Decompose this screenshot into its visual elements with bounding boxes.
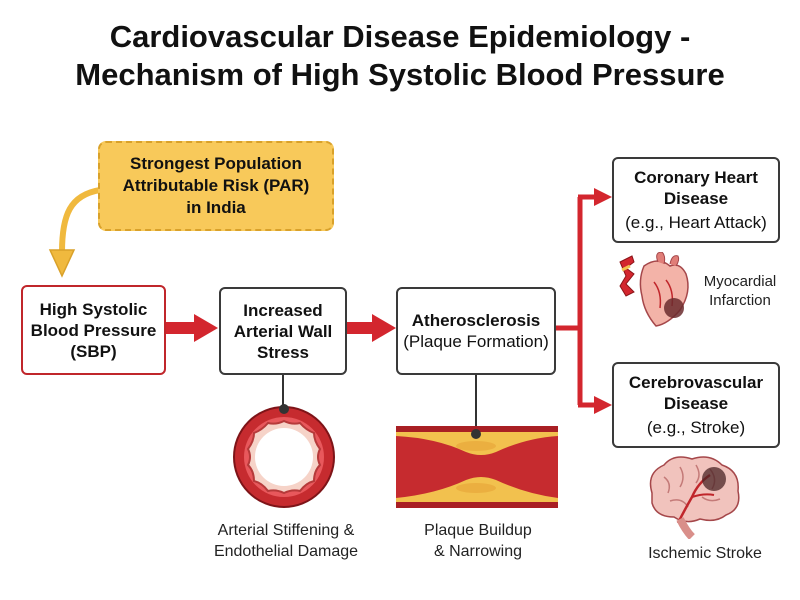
chd-box: Coronary Heart Disease (e.g., Heart Atta… <box>612 157 780 243</box>
cvd-line-2: Disease <box>663 394 729 413</box>
caption-plaque-line-2: & Narrowing <box>433 543 523 560</box>
wall-stress-box: Increased Arterial Wall Stress <box>219 287 347 375</box>
caption-plaque-line-1: Plaque Buildup <box>424 522 532 539</box>
par-note-box: Strongest Population Attributable Risk (… <box>98 141 334 231</box>
par-line-2: Attributable Risk (PAR) <box>122 176 310 195</box>
brain-icon <box>649 456 740 539</box>
par-arrow <box>48 187 101 278</box>
caption-mi: Myocardial Infarction <box>690 272 790 310</box>
atherosclerosis-line-2: (Plaque Formation) <box>403 332 549 351</box>
arrow-branch <box>556 188 612 414</box>
caption-mi-line-2: Infarction <box>709 292 771 309</box>
cvd-line-1: Cerebrovascular <box>628 373 764 392</box>
sbp-line-3: (SBP) <box>70 341 117 361</box>
narrowed-artery-icon <box>396 426 558 508</box>
atherosclerosis-box: Atherosclerosis (Plaque Formation) <box>396 287 556 375</box>
chd-line-1: Coronary Heart <box>634 168 758 187</box>
caption-stroke: Ischemic Stroke <box>648 545 762 562</box>
par-line-3: in India <box>186 198 246 217</box>
caption-stiffening-line-2: Endothelial Damage <box>213 543 359 560</box>
chd-line-3: (e.g., Heart Attack) <box>625 213 767 232</box>
title-line-1: Cardiovascular Disease Epidemiology - <box>109 19 691 54</box>
caption-mi-line-1: Myocardial <box>703 273 777 290</box>
arrow-stress-to-atherosclerosis <box>347 314 396 342</box>
sbp-box: High Systolic Blood Pressure (SBP) <box>21 285 166 375</box>
atherosclerosis-line-1: Atherosclerosis <box>411 311 541 330</box>
sbp-line-2: Blood Pressure <box>30 320 157 340</box>
wall-stress-line-2: Arterial Wall <box>233 321 333 341</box>
par-line-1: Strongest Population <box>130 154 302 173</box>
sbp-line-1: High Systolic <box>39 299 148 319</box>
wall-stress-line-3: Stress <box>257 342 309 362</box>
diagram-title: Cardiovascular Disease Epidemiology - Me… <box>0 18 800 94</box>
caption-plaque: Plaque Buildup & Narrowing <box>392 520 564 562</box>
wall-stress-line-1: Increased <box>243 300 323 320</box>
cvd-box: Cerebrovascular Disease (e.g., Stroke) <box>612 362 780 448</box>
title-line-2: Mechanism of High Systolic Blood Pressur… <box>75 57 725 92</box>
arrow-sbp-to-stress <box>166 314 218 342</box>
artery-cross-section-icon <box>233 404 335 508</box>
caption-stiffening-line-1: Arterial Stiffening & <box>217 522 355 539</box>
heart-icon <box>619 252 689 327</box>
caption-stiffening: Arterial Stiffening & Endothelial Damage <box>196 520 376 562</box>
chd-line-2: Disease <box>663 189 729 208</box>
cvd-line-3: (e.g., Stroke) <box>646 418 746 437</box>
